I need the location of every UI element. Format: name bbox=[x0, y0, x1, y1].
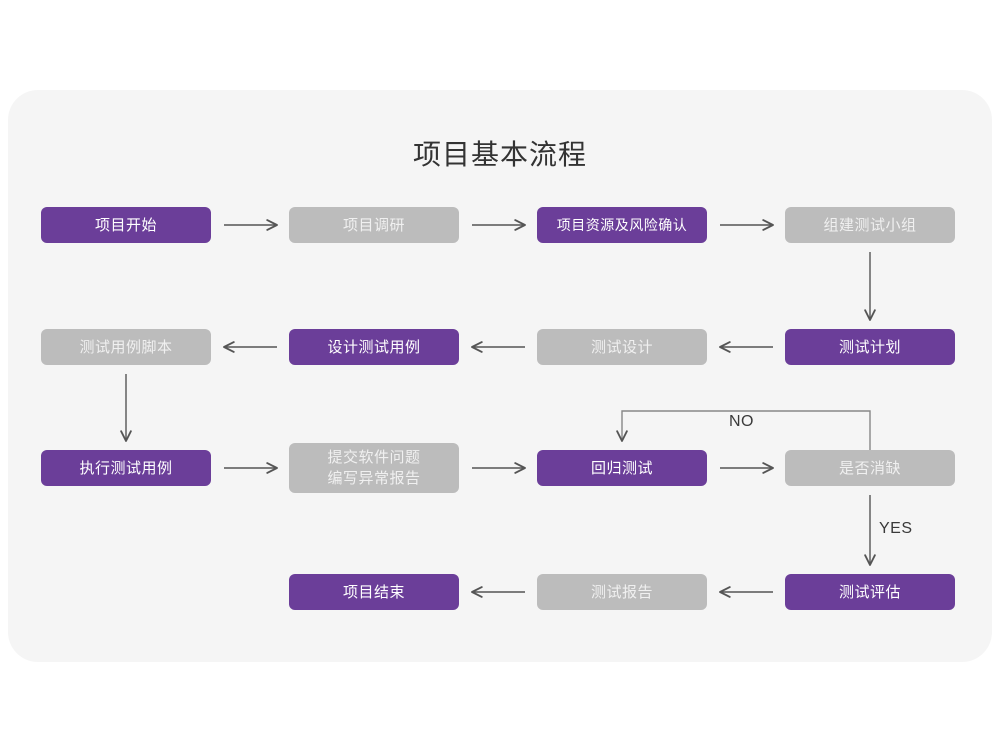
node-test-plan[interactable]: 测试计划 bbox=[785, 329, 955, 365]
node-resource-risk-confirm[interactable]: 项目资源及风险确认 bbox=[537, 207, 707, 243]
node-test-design[interactable]: 测试设计 bbox=[537, 329, 707, 365]
node-defect-resolved-decision[interactable]: 是否消缺 bbox=[785, 450, 955, 486]
page-title: 项目基本流程 bbox=[412, 139, 587, 170]
node-project-end[interactable]: 项目结束 bbox=[289, 574, 459, 610]
node-project-research[interactable]: 项目调研 bbox=[289, 207, 459, 243]
edge-label-yes: YES bbox=[879, 520, 913, 537]
flowchart-card bbox=[8, 90, 992, 662]
node-test-report[interactable]: 测试报告 bbox=[537, 574, 707, 610]
node-execute-test-case[interactable]: 执行测试用例 bbox=[41, 450, 211, 486]
node-build-test-team[interactable]: 组建测试小组 bbox=[785, 207, 955, 243]
node-test-evaluation[interactable]: 测试评估 bbox=[785, 574, 955, 610]
edge-label-no: NO bbox=[729, 413, 754, 430]
node-project-start[interactable]: 项目开始 bbox=[41, 207, 211, 243]
node-regression-test[interactable]: 回归测试 bbox=[537, 450, 707, 486]
node-submit-issue-report[interactable]: 提交软件问题 编写异常报告 bbox=[289, 443, 459, 493]
node-design-test-case[interactable]: 设计测试用例 bbox=[289, 329, 459, 365]
node-test-case-script[interactable]: 测试用例脚本 bbox=[41, 329, 211, 365]
